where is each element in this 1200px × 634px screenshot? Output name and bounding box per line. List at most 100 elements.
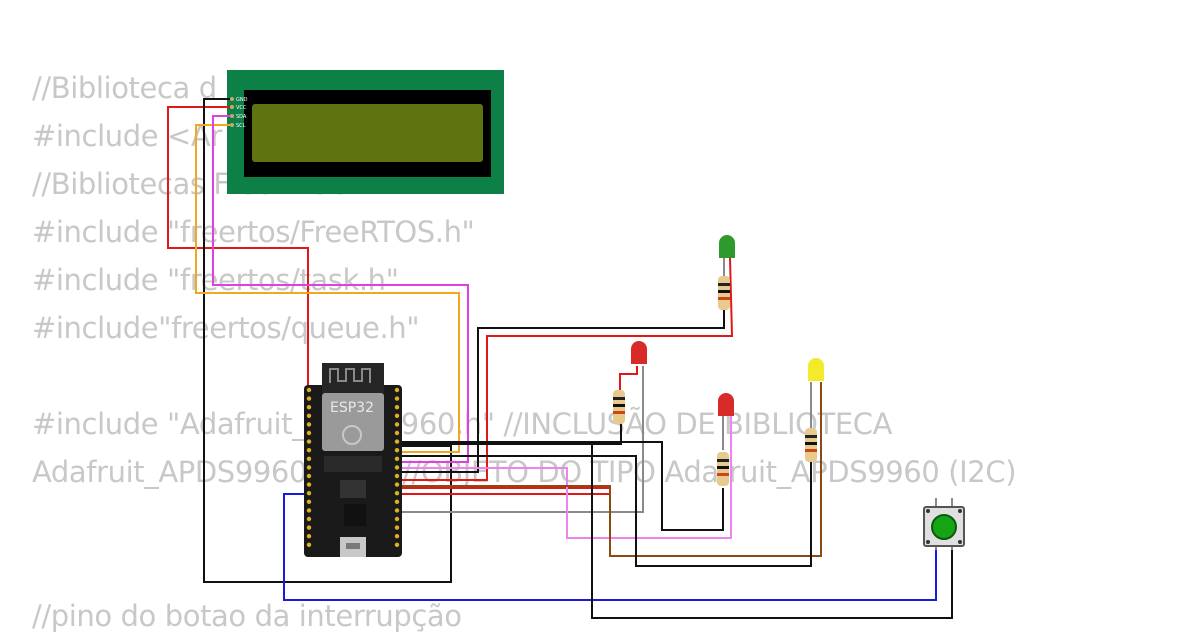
esp32-pin[interactable] xyxy=(394,430,400,436)
esp32-pin[interactable] xyxy=(306,482,312,487)
resistor-band xyxy=(613,404,625,407)
led-green-assembly[interactable] xyxy=(718,235,735,310)
pushbutton[interactable] xyxy=(923,498,965,550)
esp32-pin[interactable] xyxy=(306,542,312,547)
esp32-pin[interactable] xyxy=(394,405,400,410)
esp32-pin[interactable] xyxy=(394,491,400,496)
esp32-pin[interactable] xyxy=(306,422,312,427)
lcd-pin-label-gnd: GND xyxy=(236,97,248,103)
wires xyxy=(167,98,953,619)
esp32-right-pin-header xyxy=(394,387,400,547)
esp32-pin[interactable] xyxy=(306,534,312,539)
wire-green-led-signal[interactable] xyxy=(400,257,734,481)
resistor-band xyxy=(718,297,730,300)
led-red-1-icon[interactable] xyxy=(631,341,647,364)
esp32-pin[interactable] xyxy=(394,465,400,470)
esp32-pin[interactable] xyxy=(394,516,400,522)
wire-red1-led-signal[interactable] xyxy=(619,366,638,390)
esp32-pin[interactable] xyxy=(306,491,312,496)
resistor-band xyxy=(805,442,817,445)
lcd-screen xyxy=(252,104,483,162)
esp32-pin[interactable] xyxy=(394,525,400,530)
esp32-pin[interactable] xyxy=(306,413,312,418)
resistor-band xyxy=(717,466,729,469)
esp32-pin[interactable] xyxy=(306,499,312,504)
esp32-regulator xyxy=(340,480,366,498)
code-line-5: #include "freertos/task.h" xyxy=(32,263,399,297)
wire-green-led-gnd[interactable] xyxy=(400,308,725,473)
resistor-band xyxy=(613,397,625,400)
lcd-pin-sda[interactable] xyxy=(230,114,234,118)
esp32-pin[interactable] xyxy=(394,482,400,487)
antenna-trace xyxy=(329,368,371,383)
esp32-pin[interactable] xyxy=(306,448,312,453)
esp32-pin[interactable] xyxy=(306,396,312,401)
esp32-pin[interactable] xyxy=(394,456,400,461)
esp32-board-strip xyxy=(324,456,382,472)
button-screw xyxy=(958,509,962,513)
esp32-pin[interactable] xyxy=(394,508,400,513)
esp32-pin[interactable] xyxy=(394,473,400,479)
esp32-pin[interactable] xyxy=(306,525,312,530)
button-screw xyxy=(926,540,930,544)
lcd-pin-gnd[interactable] xyxy=(230,97,234,101)
esp32-pin[interactable] xyxy=(306,465,312,470)
esp32-pin[interactable] xyxy=(394,542,400,547)
esp32-pin[interactable] xyxy=(394,422,400,427)
esp32-shield-can xyxy=(322,393,384,451)
led-red-1-assembly[interactable] xyxy=(613,341,647,424)
led-green-icon[interactable] xyxy=(719,235,735,258)
esp32-pin[interactable] xyxy=(394,499,400,504)
led-yellow-icon[interactable] xyxy=(808,358,824,381)
wire-button-signal[interactable] xyxy=(283,493,937,601)
button-cap[interactable] xyxy=(931,514,957,540)
esp32-pin[interactable] xyxy=(306,516,312,522)
resistor-band xyxy=(613,411,625,414)
lcd-pin-vcc[interactable] xyxy=(230,105,234,109)
code-line-6: #include"freertos/queue.h" xyxy=(32,311,420,345)
code-line-4: #include "freertos/FreeRTOS.h" xyxy=(32,215,475,249)
resistor-band xyxy=(717,459,729,462)
esp32-pin[interactable] xyxy=(394,413,400,418)
wire-red2-led-signal[interactable] xyxy=(400,487,611,495)
resistor-band xyxy=(717,473,729,476)
esp32-pin[interactable] xyxy=(306,456,312,461)
esp32-pin[interactable] xyxy=(306,439,312,444)
led-red-2-icon[interactable] xyxy=(718,393,734,416)
resistor-band xyxy=(718,283,730,286)
wire-lcd-sda[interactable] xyxy=(212,115,469,463)
resistor-band xyxy=(805,449,817,452)
wire-red1-led-return[interactable] xyxy=(400,366,644,513)
esp32-pin[interactable] xyxy=(306,473,312,479)
esp32-pin[interactable] xyxy=(394,448,400,453)
code-line-1: //Biblioteca d xyxy=(32,71,217,105)
espressif-logo-icon xyxy=(342,425,362,445)
esp32-label: ESP32 xyxy=(330,400,374,416)
resistor-band xyxy=(805,435,817,438)
wire-yellow-led-gnd[interactable] xyxy=(400,455,812,567)
led-red-2-assembly[interactable] xyxy=(717,393,734,486)
esp32-pin[interactable] xyxy=(306,405,312,410)
wire-button-gnd[interactable] xyxy=(400,441,953,619)
esp32-board[interactable]: ESP32 xyxy=(304,363,402,557)
esp32-pin[interactable] xyxy=(394,439,400,444)
esp32-pin[interactable] xyxy=(394,387,400,393)
code-line-12: //pino do botao da interrupção xyxy=(32,599,462,633)
esp32-pin[interactable] xyxy=(394,396,400,401)
wire-lcd-scl[interactable] xyxy=(195,124,460,453)
wire-red2-led-pink[interactable] xyxy=(400,416,732,539)
button-screw xyxy=(958,540,962,544)
esp32-pin[interactable] xyxy=(306,387,312,393)
esp32-pin[interactable] xyxy=(306,430,312,436)
lcd-pin-label-vcc: VCC xyxy=(236,105,247,111)
esp32-pin[interactable] xyxy=(394,534,400,539)
esp32-pin[interactable] xyxy=(306,508,312,513)
lcd-display[interactable]: GND VCC SDA SCL xyxy=(227,70,504,194)
resistor-band xyxy=(718,290,730,293)
wire-lcd-gnd[interactable] xyxy=(203,98,452,583)
wire-yellow-led-signal[interactable] xyxy=(400,382,822,557)
lcd-pin-scl[interactable] xyxy=(230,123,234,127)
wire-red1-led-gnd[interactable] xyxy=(400,420,622,445)
led-yellow-assembly[interactable] xyxy=(805,358,824,462)
